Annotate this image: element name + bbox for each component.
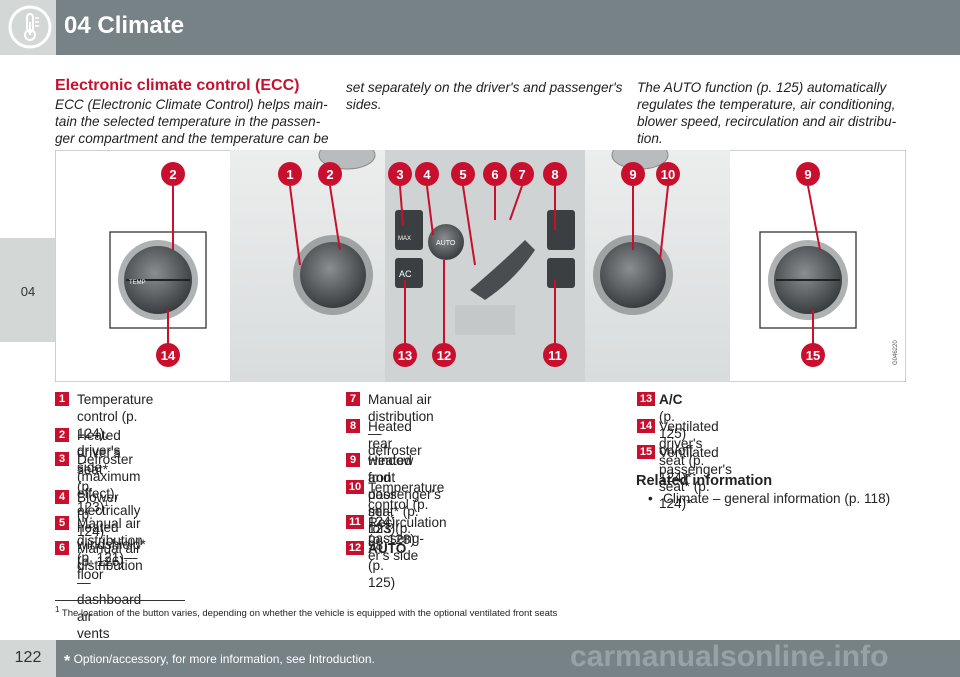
legend-number: 4 <box>55 490 69 504</box>
chapter-tab-label: 04 <box>20 284 36 299</box>
footnote-mark: 1 <box>55 605 60 614</box>
legend-number: 14 <box>637 419 655 433</box>
chapter-tab[interactable]: 04 <box>0 238 56 342</box>
callout-13: 13 <box>398 348 412 363</box>
intro-col2: set separately on the driver's and passe… <box>346 79 622 113</box>
legend-bold: AUTO <box>368 541 407 556</box>
legend-number: 11 <box>346 515 364 529</box>
intro-line: ECC (Electronic Climate Control) helps m… <box>55 97 328 112</box>
legend-text: side <box>77 460 102 475</box>
page-number: 122 <box>14 649 42 666</box>
legend-number: 9 <box>346 453 360 467</box>
legend-number: 2 <box>55 428 69 442</box>
legend-number: 1 <box>55 392 69 406</box>
legend-bold: A/C <box>659 392 683 407</box>
callout-6: 6 <box>491 167 498 182</box>
legend-number: 15 <box>637 445 655 459</box>
legend-text: (p. 125) <box>368 558 396 590</box>
legend-text: Manual air distribution—dashboard air <box>77 541 143 624</box>
callout-1: 1 <box>286 167 293 182</box>
callout-10: 10 <box>661 167 675 182</box>
callout-11: 11 <box>548 348 562 363</box>
callout-14: 14 <box>161 348 176 363</box>
callout-15: 15 <box>806 348 820 363</box>
intro-line: sides. <box>346 97 382 112</box>
legend-text: vents <box>77 626 110 641</box>
footer-note-text: Option/accessory, for more information, … <box>73 652 375 666</box>
callout-4: 4 <box>423 167 431 182</box>
intro-col1: ECC (Electronic Climate Control) helps m… <box>55 96 329 147</box>
page-header <box>0 0 960 55</box>
watermark: carmanualsonline.info <box>570 640 889 673</box>
legend-number: 10 <box>346 480 364 494</box>
thermometer-icon <box>8 5 52 49</box>
footnote-ref[interactable]: 1 <box>104 499 109 508</box>
related-info-title: Related information <box>636 473 773 489</box>
temp-label: TEMP <box>129 280 146 286</box>
intro-line: tion. <box>637 131 663 146</box>
climate-panel-diagram: TEMP MAX AC AUTO 2 1 2 3 <box>55 150 906 382</box>
intro-line: ger compartment and the temperature can … <box>55 131 329 146</box>
image-id: G046220 <box>893 340 899 365</box>
section-title: Electronic climate control (ECC) <box>55 77 300 94</box>
legend-text: Heated front passenger's seat* (p. 123) <box>368 453 441 536</box>
legend-text: Temperature control (p. 124), passeng- <box>368 480 445 546</box>
legend-number: 12 <box>346 541 364 555</box>
legend-text: Ventilated passenger's seat* (p. 124)* <box>659 445 732 511</box>
intro-col3: The AUTO function (p. 125) automatically… <box>637 79 896 147</box>
footer-page-box <box>0 640 56 677</box>
callout-8: 8 <box>551 167 558 182</box>
legend-text: (p. 125) on/off <box>659 409 693 458</box>
legend-text: Manual air distribution (p. 121)—floor <box>77 516 143 582</box>
legend-number: 8 <box>346 419 360 433</box>
intro-line: set separately on the driver's and passe… <box>346 80 623 95</box>
callout-12: 12 <box>437 348 451 363</box>
legend-number: 7 <box>346 392 360 406</box>
legend-number: 5 <box>55 516 69 530</box>
legend-text: Ventilated driver's seat (p. 124)* <box>659 419 719 485</box>
legend-text: Heated rear window and door mir- <box>368 419 414 519</box>
bullet-icon: • <box>648 491 653 506</box>
related-link[interactable]: Climate – general information (p. 118) <box>663 491 891 506</box>
intro-line: blower speed, recirculation and air dist… <box>637 114 897 129</box>
callout-5: 5 <box>459 167 466 182</box>
legend-text: Blower (p. 124) <box>77 490 119 539</box>
legend-text: Manual air distribution—defroster <box>368 392 434 458</box>
legend-text: Recirculation (p. 128) <box>368 515 447 547</box>
legend-text: Defroster (maximum effect), electrically <box>77 452 141 518</box>
footnote-divider <box>55 600 185 601</box>
legend-text: er's side <box>368 548 419 563</box>
callout-3: 3 <box>396 167 403 182</box>
auto-label: AUTO <box>436 240 456 247</box>
callout-9: 9 <box>629 167 636 182</box>
legend-number: 3 <box>55 452 69 466</box>
page-footer <box>56 640 960 677</box>
legend-text: rors (p. 98) <box>368 521 412 553</box>
legend-text: Temperature control (p. 124), driver's <box>77 392 154 458</box>
footnote-text: The location of the button varies, depen… <box>61 608 558 620</box>
callout-9: 9 <box>804 167 811 182</box>
ac-label: AC <box>399 269 412 279</box>
chapter-title: 04 Climate <box>64 12 185 39</box>
footnote: 1 The location of the button varies, dep… <box>55 605 557 619</box>
callout-2: 2 <box>326 167 333 182</box>
legend-number: 13 <box>637 392 655 406</box>
callout-2: 2 <box>169 167 176 182</box>
callout-7: 7 <box>518 167 525 182</box>
legend-number: 6 <box>55 541 69 555</box>
footer-note: * Option/accessory, for more information… <box>64 652 375 671</box>
intro-line: regulates the temperature, air condition… <box>637 97 896 112</box>
max-label: MAX <box>398 236 411 242</box>
header-icon-box <box>0 0 56 55</box>
legend-text: Heated driver's seat* (p. 123) <box>77 428 121 515</box>
intro-line: tain the selected temperature in the pas… <box>55 114 321 129</box>
intro-line: The AUTO function (p. 125) automatically <box>637 80 887 95</box>
legend-text: heated windshield* (p. 126) <box>77 520 146 569</box>
asterisk-icon: * <box>64 653 71 670</box>
